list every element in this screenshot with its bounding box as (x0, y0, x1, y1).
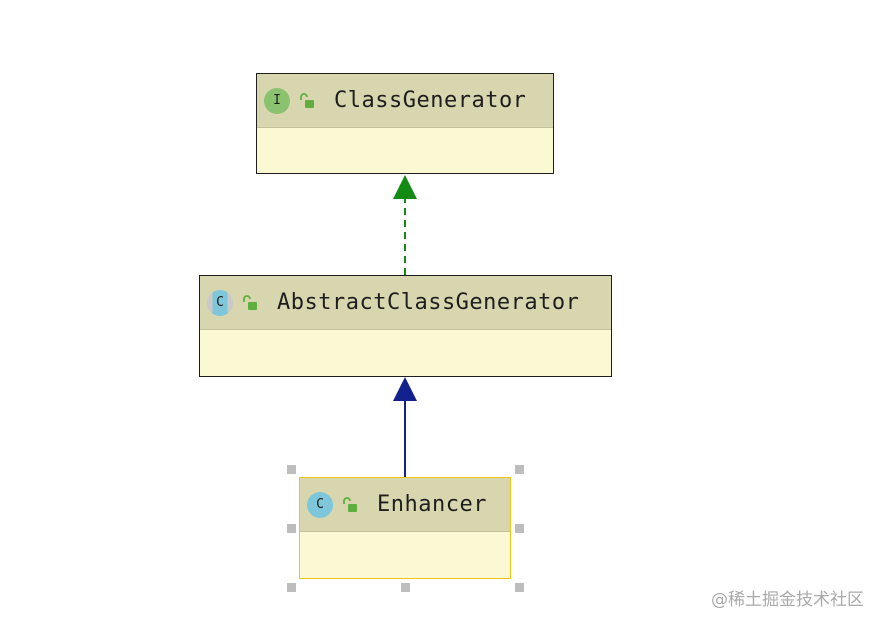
class-node-header: C Enhancer (300, 478, 510, 532)
resize-handle-middle-left[interactable] (287, 524, 296, 533)
resize-handle-bottom-right[interactable] (515, 583, 524, 592)
class-node-enhancer[interactable]: C Enhancer (299, 477, 511, 579)
resize-handle-middle-right[interactable] (515, 524, 524, 533)
class-node-header: I ClassGenerator (257, 74, 553, 128)
class-node-header: C AbstractClassGenerator (200, 276, 611, 330)
implements-arrowhead (393, 175, 417, 199)
unlocked-padlock-icon (300, 92, 314, 108)
extends-arrowhead (393, 377, 417, 401)
resize-handle-bottom-left[interactable] (287, 583, 296, 592)
class-node-abstract-class-generator[interactable]: C AbstractClassGenerator (199, 275, 612, 377)
resize-handle-bottom-center[interactable] (401, 583, 410, 592)
class-name: Enhancer (377, 492, 487, 517)
class-name: ClassGenerator (334, 88, 527, 113)
class-node-class-generator[interactable]: I ClassGenerator (256, 73, 554, 174)
class-name: AbstractClassGenerator (277, 290, 580, 315)
unlocked-padlock-icon (343, 496, 357, 512)
resize-handle-top-right[interactable] (515, 465, 524, 474)
unlocked-padlock-icon (243, 294, 257, 310)
interface-badge-icon: I (264, 87, 290, 114)
class-badge-icon: C (307, 491, 333, 518)
resize-handle-top-left[interactable] (287, 465, 296, 474)
abstract-class-badge-icon: C (207, 289, 233, 316)
watermark-text: @稀土掘金技术社区 (711, 590, 864, 610)
